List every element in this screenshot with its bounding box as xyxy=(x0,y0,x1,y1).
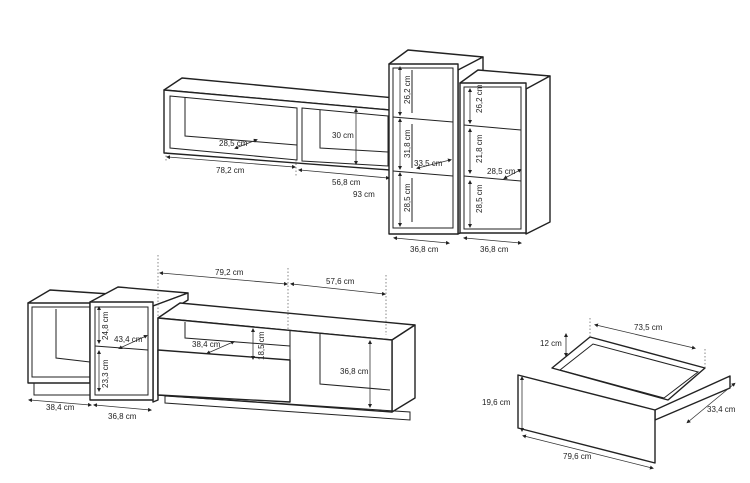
cabinet2-h1: 26,2 cm xyxy=(475,84,484,113)
drawer-front-width: 79,6 cm xyxy=(563,452,592,461)
tall-cabinet-2: 26,2 cm 21,8 cm 28,5 cm 28,5 cm 36,8 cm xyxy=(459,69,551,254)
low-mid-depth: 43,4 cm xyxy=(114,335,143,344)
drawer-inner-height: 12 cm xyxy=(540,339,562,348)
drawer-front-height: 19,6 cm xyxy=(482,398,511,407)
wall-shelf-height: 30 cm xyxy=(332,131,354,140)
low-mid-h2: 23,3 cm xyxy=(101,359,110,388)
drawer-depth: 33,4 cm xyxy=(707,405,736,414)
cabinet2-h2: 21,8 cm xyxy=(475,134,484,163)
cabinet2-depth: 28,5 cm xyxy=(487,167,516,176)
tv-drawer-depth: 38,4 cm xyxy=(192,340,221,349)
tv-stand: 79,2 cm 57,6 cm 38,4 cm 18,5 cm 36,8 cm xyxy=(157,255,416,421)
low-mid-width: 36,8 cm xyxy=(108,412,137,421)
wall-shelf-depth: 28,5 cm xyxy=(219,139,248,148)
low-mid-cabinet: 24,8 cm 23,3 cm 43,4 cm 36,8 cm xyxy=(89,286,189,421)
low-mid-h1: 24,8 cm xyxy=(101,311,110,340)
cabinet1-width: 36,8 cm xyxy=(410,245,439,254)
wall-shelf-width-right: 56,8 cm xyxy=(332,178,361,187)
tv-left-width: 79,2 cm xyxy=(215,268,244,277)
cabinet1-h1: 26,2 cm xyxy=(403,75,412,104)
low-left-width: 38,4 cm xyxy=(46,403,75,412)
tv-right-width: 57,6 cm xyxy=(326,277,355,286)
wall-shelf-width-left: 78,2 cm xyxy=(216,166,245,175)
drawer-inner-width: 73,5 cm xyxy=(634,323,663,332)
tv-drawer-height: 18,5 cm xyxy=(257,331,266,360)
cabinet1-h3: 28,5 cm xyxy=(403,183,412,212)
cabinet2-h3: 28,5 cm xyxy=(475,184,484,213)
drawer: 73,5 cm 12 cm 19,6 cm 79,6 cm 33,4 cm xyxy=(482,318,736,470)
cabinet2-width: 36,8 cm xyxy=(480,245,509,254)
cabinet1-depth: 33,5 cm xyxy=(414,159,443,168)
tv-open-height: 36,8 cm xyxy=(340,367,369,376)
wall-shelf: 28,5 cm 30 cm 78,2 cm 56,8 cm 93 cm xyxy=(163,77,396,199)
cabinet1-h2: 31,8 cm xyxy=(403,129,412,158)
wall-shelf-width-total: 93 cm xyxy=(353,190,375,199)
